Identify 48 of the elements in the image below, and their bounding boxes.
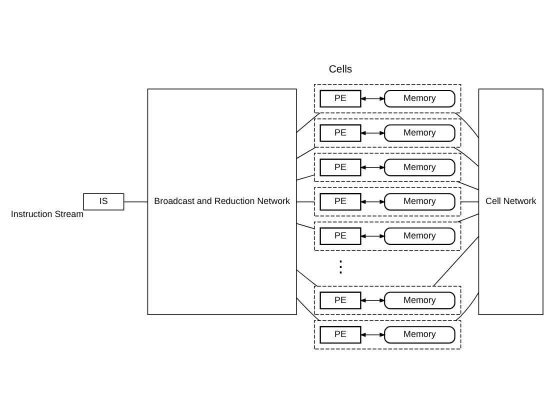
arrow — [360, 234, 386, 238]
node-box: Memory — [384, 90, 456, 108]
arrow — [360, 131, 386, 136]
connector — [296, 223, 315, 230]
connector — [433, 236, 480, 287]
node-box: PE — [320, 90, 362, 108]
label: ⋮ — [332, 258, 349, 277]
connector — [453, 146, 479, 167]
cluster — [314, 187, 462, 216]
node-box: Memory — [384, 124, 456, 142]
arrow — [360, 165, 386, 170]
cluster — [314, 152, 462, 182]
node-box: Cell Network — [478, 88, 544, 316]
node-box: PE — [320, 158, 362, 176]
connector — [457, 214, 480, 222]
arrow — [360, 200, 386, 204]
cluster — [314, 222, 462, 251]
node-box: Memory — [384, 326, 456, 344]
connector — [296, 201, 315, 202]
node-label: Instruction Stream — [10, 209, 84, 220]
cluster — [314, 118, 462, 148]
cluster — [314, 84, 462, 114]
arrow — [360, 96, 386, 101]
connector — [454, 112, 480, 138]
connector — [296, 298, 320, 322]
arrow — [360, 298, 386, 303]
connector — [296, 112, 320, 133]
node-box: Memory — [384, 292, 456, 310]
connector — [296, 174, 315, 181]
connector — [296, 270, 318, 287]
node-box: IS — [83, 193, 124, 210]
connector — [457, 181, 480, 190]
cluster — [314, 320, 462, 350]
node-box: Memory — [384, 227, 456, 245]
arrow — [360, 332, 386, 337]
node-box: PE — [320, 227, 362, 246]
node-box: Memory — [384, 158, 456, 176]
connector — [124, 201, 148, 202]
connector — [296, 146, 316, 159]
node-box: Memory — [384, 193, 456, 211]
label: Cells — [328, 64, 352, 76]
node-box: Broadcast and Reduction Network — [147, 88, 297, 316]
connector — [460, 201, 479, 202]
node-box: PE — [320, 292, 362, 310]
node-box: PE — [320, 124, 362, 142]
cluster — [314, 286, 462, 316]
node-box: PE — [320, 326, 362, 344]
node-box: PE — [320, 193, 362, 211]
